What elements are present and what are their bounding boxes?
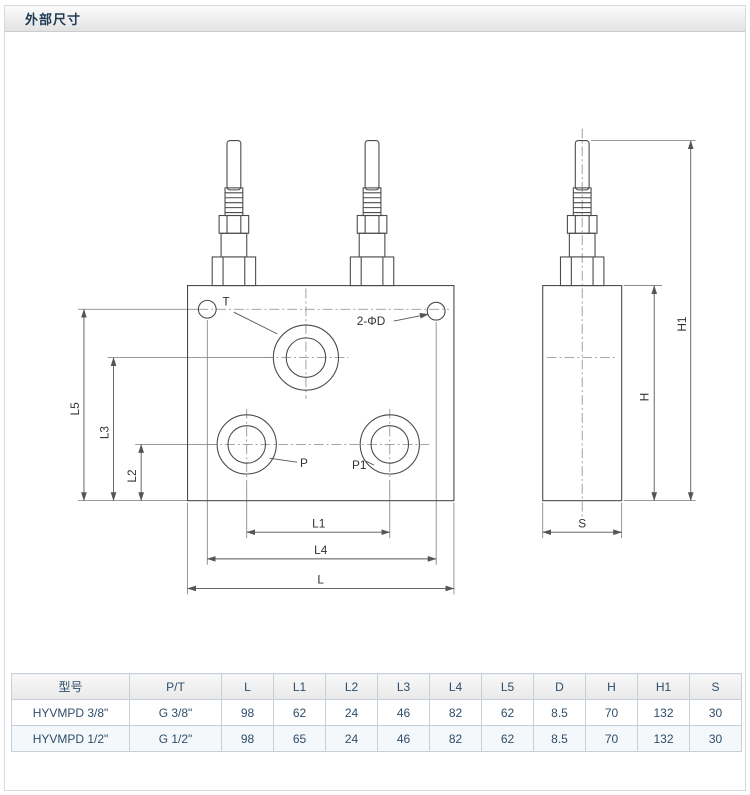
adjustment-screw-right — [349, 139, 395, 287]
leader-lines — [233, 311, 429, 466]
dim-label-l3: L3 — [98, 426, 112, 440]
table-cell: 65 — [273, 725, 326, 753]
extension-lines — [78, 140, 696, 595]
table-cell: 46 — [377, 725, 430, 753]
dimensions-table: 型号 P/T L L1 L2 L3 L4 L5 D H H1 S HYVMPD … — [11, 673, 742, 753]
table-cell: 62 — [273, 699, 326, 727]
port-p-inner — [227, 425, 267, 464]
side-view — [542, 139, 623, 502]
adjustment-screw-left — [211, 139, 257, 287]
table-cell: 82 — [429, 725, 482, 753]
table-cell: G 1/2" — [129, 725, 222, 753]
table-cell: 8.5 — [533, 699, 586, 727]
table-cell: 62 — [481, 699, 534, 727]
section-title: 外部尺寸 — [25, 12, 82, 27]
front-view — [186, 139, 455, 502]
adjustment-screw-side — [559, 139, 605, 287]
port-p1-outer — [359, 414, 420, 475]
port-t-outer — [272, 324, 340, 391]
port-label-p: P — [300, 456, 308, 470]
table-cell: 46 — [377, 699, 430, 727]
section-header: 外部尺寸 — [5, 6, 745, 32]
valve-body-front — [186, 285, 455, 502]
table-head: 型号 P/T L L1 L2 L3 L4 L5 D H H1 S — [11, 673, 742, 701]
header-l5: L5 — [481, 673, 534, 701]
port-p1-inner — [370, 425, 410, 464]
header-h1: H1 — [637, 673, 690, 701]
table-cell: 30 — [689, 699, 742, 727]
header-l3: L3 — [377, 673, 430, 701]
dim-label-l4: L4 — [314, 543, 328, 557]
table-cell: 62 — [481, 725, 534, 753]
table-cell: 24 — [325, 699, 378, 727]
dim-label-h: H — [637, 393, 651, 402]
table-cell: 98 — [221, 699, 274, 727]
header-pt: P/T — [129, 673, 222, 701]
port-label-t: T — [222, 294, 229, 308]
table-row: HYVMPD 3/8" G 3/8" 98 62 24 46 82 62 8.5… — [11, 699, 742, 727]
header-h: H — [585, 673, 638, 701]
page-container: 外部尺寸 — [4, 5, 746, 791]
dim-label-l5: L5 — [68, 402, 82, 416]
technical-drawing: T 2-ΦD P P1 L1 L4 L L5 L3 L2 H H1 S — [5, 32, 745, 664]
drawing-svg: T 2-ΦD P P1 L1 L4 L L5 L3 L2 H H1 S — [68, 128, 696, 595]
dim-label-l2: L2 — [125, 469, 139, 482]
table-header-row: 型号 P/T L L1 L2 L3 L4 L5 D H H1 S — [11, 673, 742, 701]
mounting-hole-left — [197, 299, 217, 319]
table-body: HYVMPD 3/8" G 3/8" 98 62 24 46 82 62 8.5… — [11, 699, 742, 753]
table-cell: 30 — [689, 725, 742, 753]
dim-label-l1: L1 — [312, 516, 325, 530]
dim-label-l: L — [317, 573, 324, 587]
table-cell: G 3/8" — [129, 699, 222, 727]
header-l4: L4 — [429, 673, 482, 701]
table-cell: 132 — [637, 725, 690, 753]
centerlines — [198, 128, 618, 518]
header-l1: L1 — [273, 673, 326, 701]
table-cell: 132 — [637, 699, 690, 727]
valve-body-side — [542, 285, 623, 502]
port-t-inner — [285, 337, 327, 378]
dim-label-h1: H1 — [675, 316, 689, 331]
header-d: D — [533, 673, 586, 701]
table-cell: HYVMPD 3/8" — [11, 699, 130, 727]
table-row: HYVMPD 1/2" G 1/2" 98 65 24 46 82 62 8.5… — [11, 725, 742, 753]
hole-label-d: 2-ΦD — [357, 314, 385, 328]
table-cell: 70 — [585, 725, 638, 753]
dimension-lines — [81, 140, 694, 592]
header-model: 型号 — [11, 673, 130, 701]
drawing-labels: T 2-ΦD P P1 L1 L4 L L5 L3 L2 H H1 S — [68, 294, 689, 586]
table-cell: HYVMPD 1/2" — [11, 725, 130, 753]
header-s: S — [689, 673, 742, 701]
table-cell: 70 — [585, 699, 638, 727]
table-cell: 98 — [221, 725, 274, 753]
table-cell: 8.5 — [533, 725, 586, 753]
port-p-outer — [216, 414, 277, 475]
header-l: L — [221, 673, 274, 701]
port-label-p1: P1 — [352, 458, 366, 472]
header-l2: L2 — [325, 673, 378, 701]
dim-label-s: S — [578, 516, 586, 530]
mounting-hole-right — [426, 301, 446, 321]
table-cell: 82 — [429, 699, 482, 727]
table-cell: 24 — [325, 725, 378, 753]
